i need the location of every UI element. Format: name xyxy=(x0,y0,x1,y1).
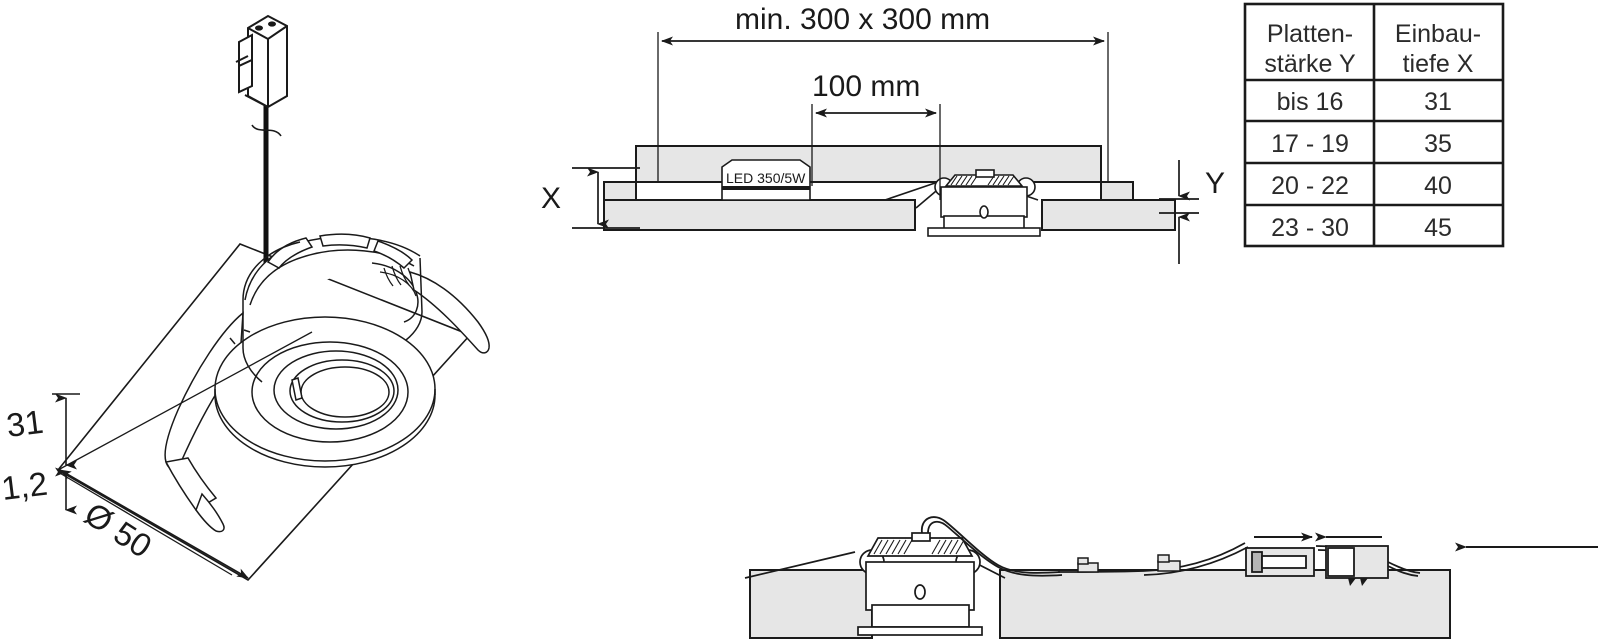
lower-board-right xyxy=(1041,199,1176,231)
dimension-label-31: 31 xyxy=(4,403,45,444)
cell-thickness-2: 20 - 22 xyxy=(1271,172,1349,200)
upper-board xyxy=(635,145,1102,183)
downlight-section xyxy=(884,169,1041,237)
cell-depth-0: 31 xyxy=(1424,88,1452,116)
cell-depth-1: 35 xyxy=(1424,130,1452,158)
cell-depth-3: 45 xyxy=(1424,214,1452,242)
dimension-label-min-area: min. 300 x 300 mm xyxy=(735,3,990,36)
table-header-x-line1: Einbau- xyxy=(1395,20,1481,48)
install-downlight xyxy=(744,532,1006,636)
cell-depth-2: 40 xyxy=(1424,172,1452,200)
cell-thickness-1: 17 - 19 xyxy=(1271,130,1349,158)
connector-male xyxy=(1245,547,1315,577)
diameter-dimension-arrow xyxy=(59,469,249,579)
plug-connector-icon xyxy=(235,14,288,109)
extension-lines xyxy=(657,32,1109,200)
dimension-depth-x xyxy=(572,167,640,229)
dimension-label-thickness-y: Y xyxy=(1205,167,1225,200)
supply-cable-iso xyxy=(251,105,282,270)
table-header-y-line2: stärke Y xyxy=(1264,50,1356,78)
dimension-label-depth-x: X xyxy=(541,182,561,215)
table-row: 17 - 19 35 xyxy=(1271,130,1452,158)
driver-label: LED 350/5W xyxy=(726,170,806,186)
dimension-label-spacing: 100 mm xyxy=(812,70,920,103)
table-grid xyxy=(1243,2,1505,248)
led-driver-box: LED 350/5W xyxy=(721,159,811,201)
table-row: bis 16 31 xyxy=(1277,88,1452,116)
connector-female xyxy=(1325,545,1389,586)
dimension-label-1-2: 1,2 xyxy=(0,465,49,507)
install-board-right xyxy=(999,569,1451,639)
table-header-y-line1: Platten- xyxy=(1267,20,1353,48)
table-row: 23 - 30 45 xyxy=(1271,214,1452,242)
install-cable-clips xyxy=(1077,554,1181,573)
cell-thickness-0: bis 16 xyxy=(1277,88,1344,116)
cell-thickness-3: 23 - 30 xyxy=(1271,214,1349,242)
table-row: 20 - 22 40 xyxy=(1271,172,1452,200)
dimension-thickness-y xyxy=(1159,160,1199,264)
table-header-x-line2: tiefe X xyxy=(1403,50,1474,78)
